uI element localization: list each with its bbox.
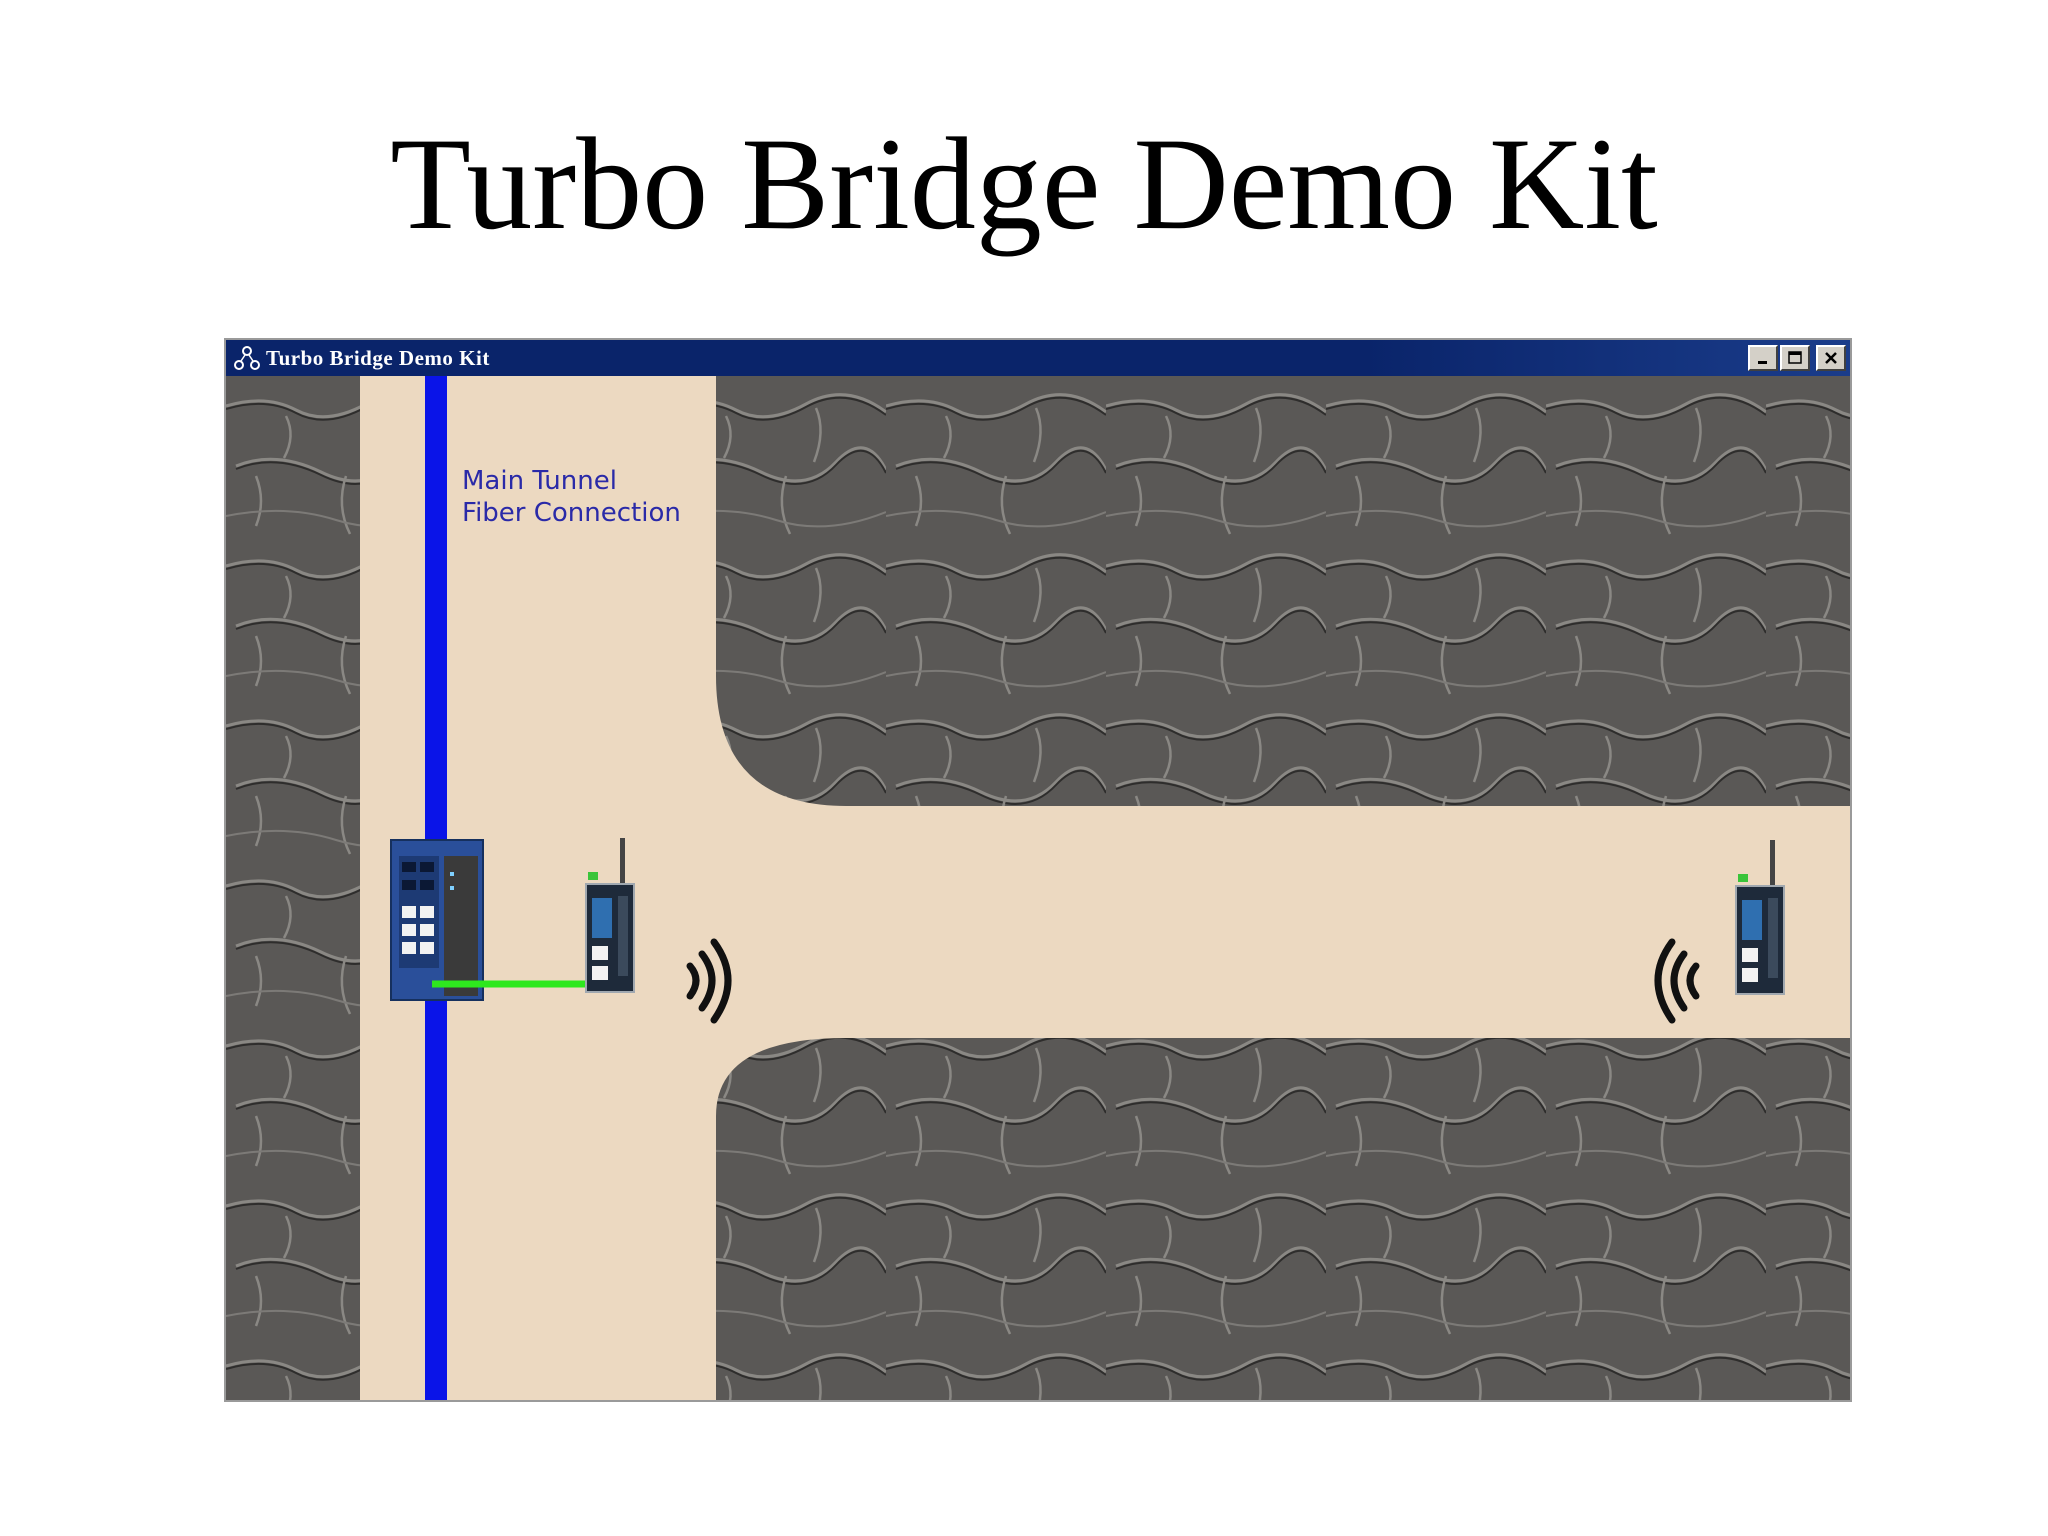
maximize-icon <box>1788 351 1802 364</box>
window-titlebar[interactable]: Turbo Bridge Demo Kit <box>226 340 1850 376</box>
fiber-label-line1: Main Tunnel <box>462 466 617 496</box>
close-icon <box>1825 352 1837 364</box>
wireless-bridge-left[interactable] <box>585 838 635 993</box>
wireless-bridge-right[interactable] <box>1735 840 1785 995</box>
fiber-label-line2: Fiber Connection <box>462 498 681 528</box>
maximize-button[interactable] <box>1780 345 1810 371</box>
window-title: Turbo Bridge Demo Kit <box>266 345 490 370</box>
minimize-button[interactable] <box>1748 345 1778 371</box>
fiber-connection-label: Main Tunnel Fiber Connection <box>462 465 681 529</box>
slide-title: Turbo Bridge Demo Kit <box>390 110 1658 257</box>
signal-waves-right-icon <box>1654 938 1700 1024</box>
minimize-icon <box>1758 361 1767 364</box>
demo-canvas: Main Tunnel Fiber Connection <box>226 376 1850 1400</box>
tunnel-path <box>360 376 1850 1400</box>
tunnel-scene <box>226 376 1850 1400</box>
signal-waves-left-icon <box>686 938 732 1024</box>
network-nodes-icon <box>234 346 260 370</box>
close-button[interactable] <box>1816 345 1846 371</box>
app-window: Turbo Bridge Demo Kit <box>224 338 1852 1402</box>
industrial-switch[interactable] <box>390 839 484 1001</box>
window-controls <box>1748 345 1846 371</box>
